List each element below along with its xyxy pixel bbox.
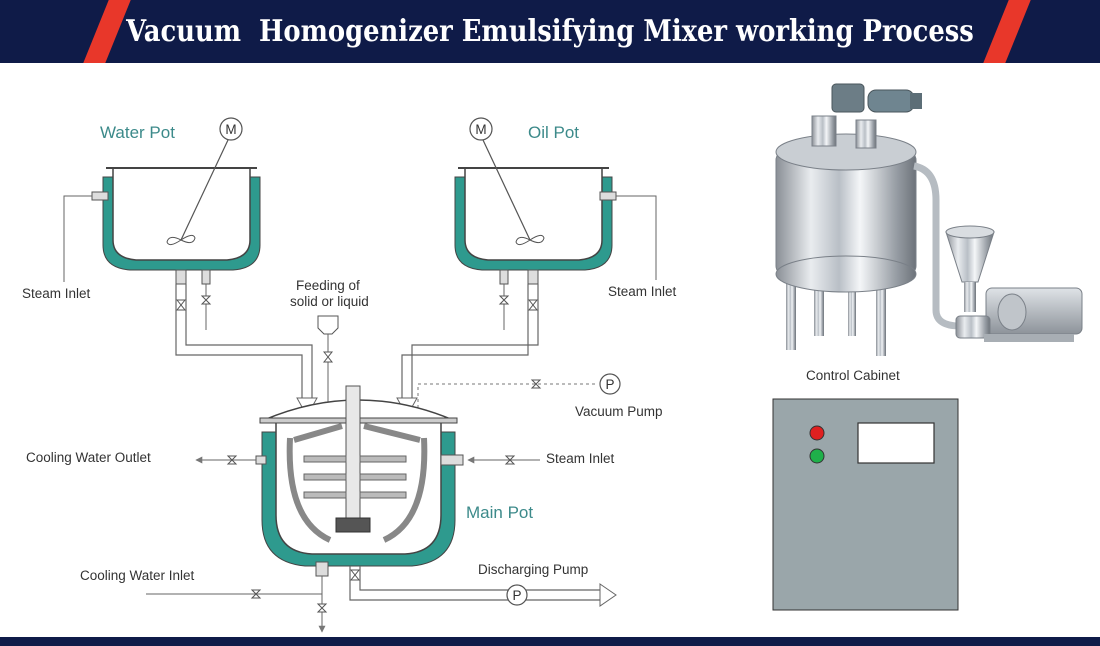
vacuum-pump-symbol: P <box>605 377 614 392</box>
steam-inlet-main-label: Steam Inlet <box>546 451 615 466</box>
water-pot-vessel <box>112 167 251 261</box>
footer-bar <box>0 637 1100 646</box>
oil-pot-label: Oil Pot <box>528 123 579 142</box>
feeding-label-line2: solid or liquid <box>290 294 369 309</box>
water-pot-propeller <box>166 234 196 246</box>
control-cabinet-label: Control Cabinet <box>806 368 900 383</box>
oil-pot-vessel <box>464 167 603 261</box>
water-transfer-pipe <box>175 284 318 418</box>
water-pot: M Water Pot Steam Inlet <box>22 117 261 330</box>
red-indicator-light <box>809 425 825 441</box>
process-diagram: M Water Pot Steam Inlet M Oil Pot Steam … <box>22 83 1083 633</box>
mixer-machine-illustration: Control Cabinet <box>775 83 1083 383</box>
steam-inlet-left-label: Steam Inlet <box>22 286 91 301</box>
main-pot-label: Main Pot <box>466 503 533 522</box>
cooling-water-inlet-label: Cooling Water Inlet <box>80 568 195 583</box>
feeding-hopper: Feeding of solid or liquid <box>290 278 369 409</box>
oil-pot-motor-icon <box>469 117 493 141</box>
oil-pot-motor-label: M <box>475 122 486 137</box>
vacuum-pump: P Vacuum Pump <box>417 373 663 419</box>
discharging-pump-label: Discharging Pump <box>478 562 588 577</box>
vacuum-pump-label: Vacuum Pump <box>575 404 663 419</box>
oil-pot: M Oil Pot Steam Inlet <box>454 117 677 330</box>
steam-inlet-right-label: Steam Inlet <box>608 284 677 299</box>
oil-pot-propeller <box>515 234 545 246</box>
water-pot-label: Water Pot <box>100 123 175 142</box>
oil-pot-agitator-shaft <box>482 139 531 241</box>
water-pot-motor-icon <box>219 117 243 141</box>
water-pot-agitator-shaft <box>180 139 229 241</box>
cooling-water-outlet-label: Cooling Water Outlet <box>26 450 151 465</box>
main-pot: Main Pot <box>259 385 533 567</box>
cooling-water-outlet: Cooling Water Outlet <box>26 450 267 465</box>
control-cabinet <box>772 398 959 611</box>
cooling-water-inlet: Cooling Water Inlet <box>80 561 329 633</box>
oil-transfer-pipe <box>396 284 539 418</box>
discharging-pump-symbol: P <box>512 588 521 603</box>
feeding-label-line1: Feeding of <box>296 278 360 293</box>
green-indicator-light <box>809 448 825 464</box>
water-pot-motor-label: M <box>225 122 236 137</box>
main-steam-inlet: Steam Inlet <box>440 451 615 466</box>
page-title: Vacuum Homogenizer Emulsifying Mixer wor… <box>126 14 974 49</box>
discharging-pump: P Discharging Pump <box>349 562 617 607</box>
title-banner: Vacuum Homogenizer Emulsifying Mixer wor… <box>0 0 1100 63</box>
